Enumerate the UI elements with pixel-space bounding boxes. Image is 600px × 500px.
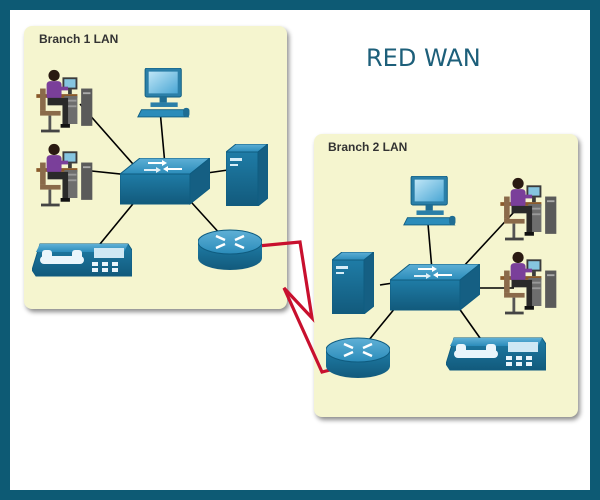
- branch2-label: Branch 2 LAN: [328, 140, 408, 154]
- workstation-icon: [36, 143, 93, 207]
- switch-icon: [390, 264, 480, 311]
- router-icon: [326, 336, 390, 380]
- desktop-computer-icon: [403, 176, 456, 226]
- workstation-icon: [36, 69, 93, 133]
- wan-serial-link: [257, 240, 331, 374]
- ip-phone-icon: [32, 243, 132, 277]
- diagram-title: RED WAN: [366, 44, 481, 72]
- router-icon: [198, 228, 262, 272]
- server-icon: [332, 252, 374, 314]
- ip-phone-icon: [446, 337, 546, 371]
- server-icon: [226, 144, 268, 206]
- workstation-icon: [500, 177, 557, 241]
- desktop-computer-icon: [137, 68, 190, 118]
- switch-icon: [120, 158, 210, 205]
- branch1-label: Branch 1 LAN: [39, 32, 119, 46]
- workstation-icon: [500, 251, 557, 315]
